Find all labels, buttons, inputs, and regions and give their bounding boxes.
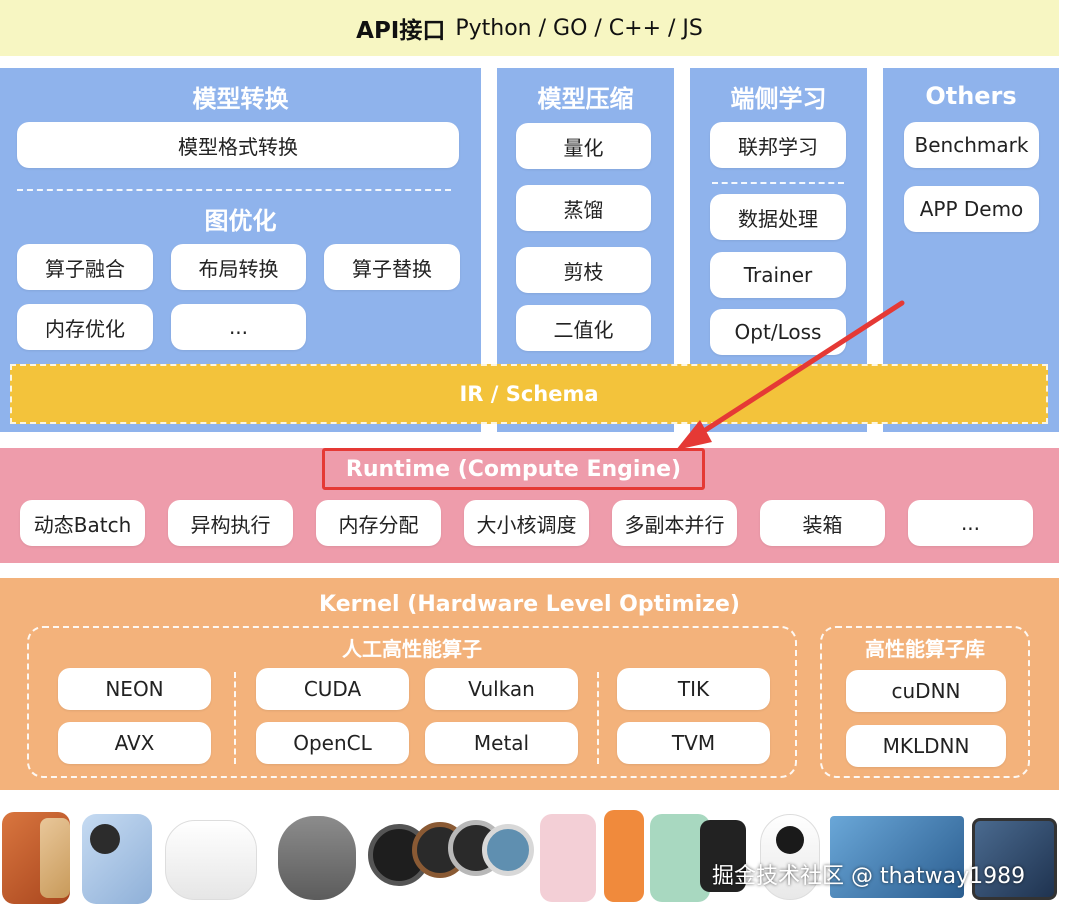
- packing-box: 装箱: [760, 500, 885, 546]
- avx-box: AVX: [58, 722, 211, 764]
- layout-conversion-box: 布局转换: [171, 244, 306, 290]
- phone-gold-image: [40, 818, 70, 898]
- graph-optimization-title: 图优化: [204, 206, 277, 235]
- api-bar-languages: Python / GO / C++ / JS: [455, 15, 703, 41]
- manual-operators-title: 人工高性能算子: [342, 636, 482, 661]
- operator-fusion-box: 算子融合: [17, 244, 153, 290]
- band-black-image: [700, 820, 746, 892]
- runtime-title: Runtime (Compute Engine): [345, 456, 682, 482]
- runtime-more-box: ...: [908, 500, 1033, 546]
- model-compression-title: 模型压缩: [537, 84, 634, 113]
- distillation-box: 蒸馏: [516, 185, 651, 231]
- trainer-box: Trainer: [710, 252, 846, 298]
- neon-box: NEON: [58, 668, 211, 710]
- opt-loss-box: Opt/Loss: [710, 309, 846, 355]
- heterogeneous-execution-box: 异构执行: [168, 500, 293, 546]
- operator-library-title: 高性能算子库: [865, 636, 985, 661]
- phone-camera-image: [90, 824, 120, 854]
- graph-opt-more-box: ...: [171, 304, 306, 350]
- manual-operators-group: [27, 626, 797, 778]
- ir-schema-bar: IR / Schema: [10, 364, 1048, 424]
- ir-schema-label: IR / Schema: [459, 382, 599, 406]
- mkldnn-box: MKLDNN: [846, 725, 1006, 767]
- dynamic-batch-box: 动态Batch: [20, 500, 145, 546]
- memory-allocation-box: 内存分配: [316, 500, 441, 546]
- model-format-conversion-box: 模型格式转换: [17, 122, 459, 168]
- band-orange-image: [604, 810, 644, 902]
- opencl-box: OpenCL: [256, 722, 409, 764]
- watch-blue-image: [482, 824, 534, 876]
- tablet-image: [972, 818, 1057, 900]
- multi-replica-parallel-box: 多副本并行: [612, 500, 737, 546]
- cuda-box: CUDA: [256, 668, 409, 710]
- on-device-learning-title: 端侧学习: [730, 84, 827, 113]
- runtime-title-highlight: Runtime (Compute Engine): [322, 448, 705, 490]
- model-conversion-title: 模型转换: [192, 84, 289, 113]
- smart-screen-image: [830, 816, 964, 898]
- manual-divider-1: [234, 672, 236, 764]
- cudnn-box: cuDNN: [846, 670, 1006, 712]
- home-camera-lens-image: [776, 826, 804, 854]
- manual-divider-2: [597, 672, 599, 764]
- pruning-box: 剪枝: [516, 247, 651, 293]
- data-processing-box: 数据处理: [710, 194, 846, 240]
- federated-learning-box: 联邦学习: [710, 122, 846, 168]
- api-bar-bold: API接口: [356, 18, 446, 44]
- operator-library-group: [820, 626, 1030, 778]
- quantization-box: 量化: [516, 123, 651, 169]
- kernel-title: Kernel (Hardware Level Optimize): [319, 591, 740, 617]
- tvm-box: TVM: [617, 722, 770, 764]
- earbuds-gray-image: [278, 816, 356, 900]
- metal-box: Metal: [425, 722, 578, 764]
- operator-replacement-box: 算子替换: [324, 244, 460, 290]
- vulkan-box: Vulkan: [425, 668, 578, 710]
- app-demo-box: APP Demo: [904, 186, 1039, 232]
- api-bar: API接口 Python / GO / C++ / JS: [0, 0, 1059, 56]
- band-pink-image: [540, 814, 596, 902]
- big-little-core-scheduling-box: 大小核调度: [464, 500, 589, 546]
- memory-optimization-box: 内存优化: [17, 304, 153, 350]
- model-conversion-divider: [17, 189, 451, 191]
- earbuds-white-image: [165, 820, 257, 900]
- benchmark-box: Benchmark: [904, 122, 1039, 168]
- phone-blue-image: [82, 814, 152, 904]
- on-device-learning-divider: [712, 182, 844, 184]
- others-title: Others: [925, 82, 1017, 110]
- binarization-box: 二值化: [516, 305, 651, 351]
- device-strip: [0, 792, 1077, 911]
- tik-box: TIK: [617, 668, 770, 710]
- watermark: 掘金技术社区 @ thatway1989: [712, 864, 1026, 889]
